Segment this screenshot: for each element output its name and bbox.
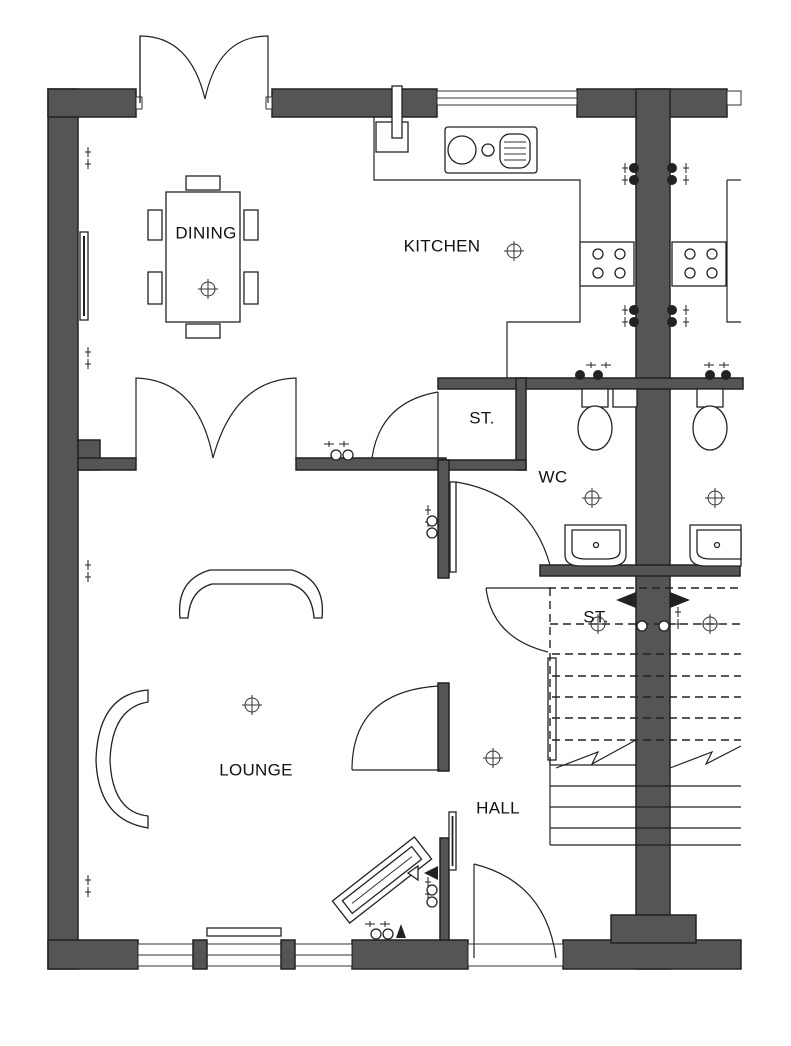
basin-icon-neighbour — [689, 524, 742, 567]
basin-icon — [564, 524, 627, 567]
toilet-icon-neighbour — [692, 388, 728, 451]
toilet-icon — [577, 388, 638, 451]
walls — [47, 88, 744, 970]
room-label-dining: DINING — [175, 223, 236, 242]
room-label-store-stairs: ST. — [583, 607, 608, 626]
front-door — [467, 863, 564, 967]
fireplace-icon — [331, 836, 433, 924]
dining-table — [147, 175, 259, 339]
wc-door — [449, 481, 551, 573]
top-openings — [135, 35, 742, 110]
room-label-store-upper: ST. — [469, 408, 494, 427]
bottom-window — [137, 927, 353, 970]
room-label-wc: WC — [539, 467, 568, 486]
store-door — [371, 391, 439, 459]
hob-icon-neighbour — [671, 179, 741, 323]
room-label-lounge: LOUNGE — [219, 760, 293, 779]
radiator-icon-hall — [448, 811, 457, 871]
switch-blobs — [330, 163, 731, 940]
lounge-door — [351, 685, 440, 771]
room-label-kitchen: KITCHEN — [404, 236, 481, 255]
sofa-icon — [178, 569, 324, 619]
room-label-hall: HALL — [476, 798, 520, 817]
french-doors-lounge — [135, 377, 297, 460]
sofa-icon-side — [95, 689, 149, 829]
radiator-icon — [79, 231, 89, 321]
hob-icon — [579, 241, 635, 287]
sink-icon — [444, 126, 538, 174]
stairs-icon — [485, 587, 742, 846]
